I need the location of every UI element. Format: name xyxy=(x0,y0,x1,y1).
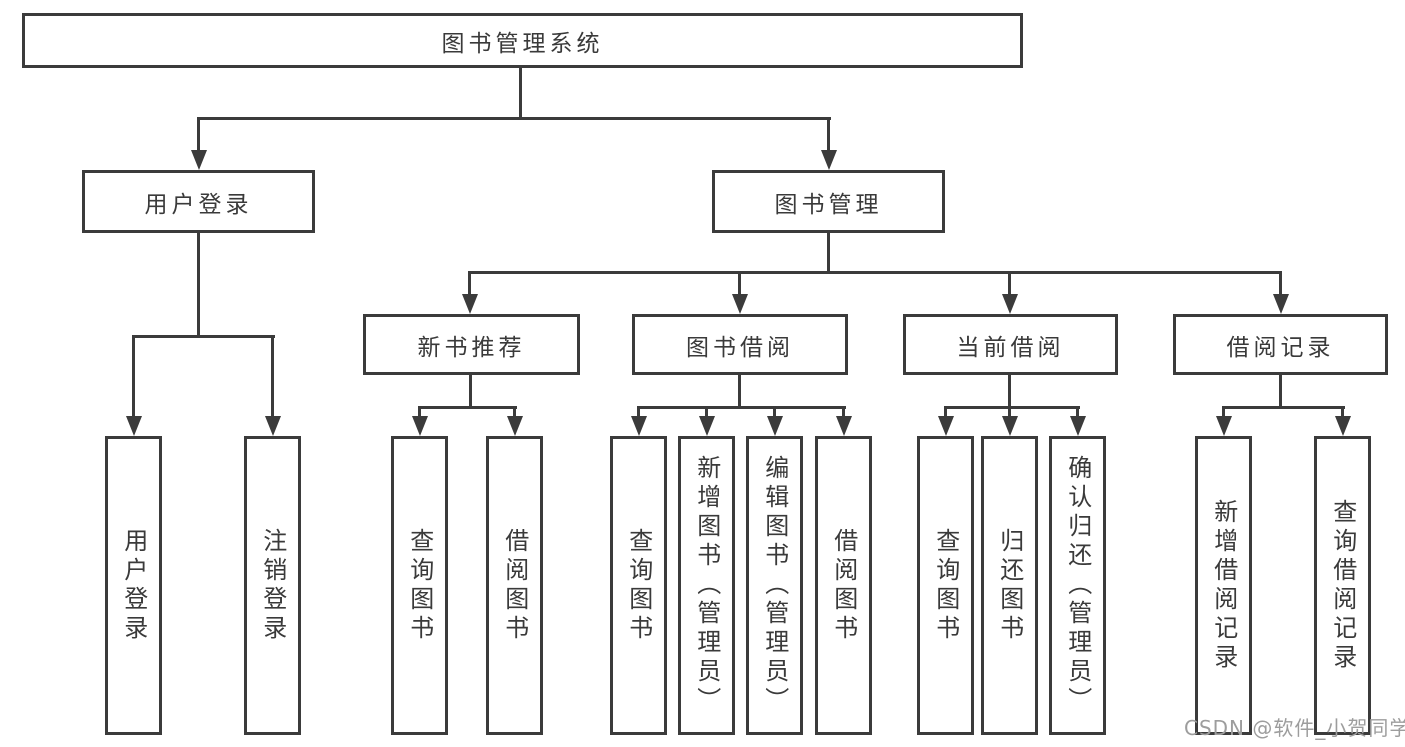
node-leaf-logout: 注销登录 xyxy=(244,436,301,735)
node-leaf-bb-add-books-admin: 新增图书（管理员） xyxy=(678,436,735,735)
connector-line xyxy=(944,406,1080,409)
node-leaf-user-login-label: 用户登录 xyxy=(119,527,148,644)
node-leaf-br-add-record-label: 新增借阅记录 xyxy=(1209,498,1238,673)
connector-line xyxy=(773,406,776,418)
arrowhead-icon xyxy=(1002,416,1018,436)
arrowhead-icon xyxy=(821,150,837,170)
arrowhead-icon xyxy=(412,416,428,436)
node-leaf-bb-query-books: 查询图书 xyxy=(610,436,667,735)
connector-line xyxy=(1008,271,1011,296)
node-book-borrowing-label: 图书借阅 xyxy=(686,334,794,361)
arrowhead-icon xyxy=(1335,416,1351,436)
node-leaf-bb-edit-books-admin-label: 编辑图书（管理员） xyxy=(760,455,789,716)
node-leaf-cb-confirm-return-admin-label: 确认归还（管理员） xyxy=(1063,455,1092,716)
connector-line xyxy=(637,406,846,409)
node-book-management: 图书管理 xyxy=(712,170,945,233)
connector-line xyxy=(1279,375,1282,409)
csdn-watermark: CSDN @软件_小贺同学 xyxy=(1184,716,1405,740)
node-borrowing-records: 借阅记录 xyxy=(1173,314,1388,375)
connector-line xyxy=(468,271,471,296)
node-leaf-cb-return-books: 归还图书 xyxy=(981,436,1038,735)
connector-line xyxy=(944,406,947,418)
connector-line xyxy=(468,271,1282,274)
connector-line xyxy=(469,375,472,409)
connector-line xyxy=(418,406,421,418)
connector-line xyxy=(738,271,741,296)
connector-line xyxy=(827,233,830,273)
connector-line xyxy=(705,406,708,418)
node-leaf-bb-edit-books-admin: 编辑图书（管理员） xyxy=(746,436,803,735)
node-borrowing-records-label: 借阅记录 xyxy=(1226,334,1335,361)
connector-line xyxy=(418,406,517,409)
connector-line xyxy=(197,233,200,337)
connector-line xyxy=(1076,406,1079,418)
arrowhead-icon xyxy=(699,416,715,436)
connector-line xyxy=(637,406,640,418)
arrowhead-icon xyxy=(265,416,281,436)
node-leaf-rec-borrow-books-label: 借阅图书 xyxy=(500,527,529,644)
arrowhead-icon xyxy=(1002,294,1018,314)
node-new-book-recommend-label: 新书推荐 xyxy=(417,334,526,361)
arrowhead-icon xyxy=(836,416,852,436)
arrowhead-icon xyxy=(1216,416,1232,436)
arrowhead-icon xyxy=(507,416,523,436)
node-root-system: 图书管理系统 xyxy=(22,13,1023,68)
connector-line xyxy=(827,117,830,151)
node-current-borrowing-label: 当前借阅 xyxy=(956,334,1065,361)
node-leaf-cb-confirm-return-admin: 确认归还（管理员） xyxy=(1049,436,1106,735)
connector-line xyxy=(1008,375,1011,409)
node-new-book-recommend: 新书推荐 xyxy=(363,314,580,375)
connector-line xyxy=(197,117,831,120)
arrowhead-icon xyxy=(191,150,207,170)
connector-line xyxy=(738,375,741,409)
arrowhead-icon xyxy=(126,416,142,436)
node-leaf-br-query-record: 查询借阅记录 xyxy=(1314,436,1371,735)
node-leaf-cb-return-books-label: 归还图书 xyxy=(995,527,1024,644)
node-leaf-br-query-record-label: 查询借阅记录 xyxy=(1328,498,1357,673)
node-leaf-bb-add-books-admin-label: 新增图书（管理员） xyxy=(692,455,721,716)
arrowhead-icon xyxy=(767,416,783,436)
connector-line xyxy=(1279,271,1282,296)
node-leaf-bb-query-books-label: 查询图书 xyxy=(624,527,653,644)
arrowhead-icon xyxy=(631,416,647,436)
node-leaf-bb-borrow-books: 借阅图书 xyxy=(815,436,872,735)
arrowhead-icon xyxy=(462,294,478,314)
connector-line xyxy=(1341,406,1344,418)
node-leaf-logout-label: 注销登录 xyxy=(258,527,287,644)
node-user-login-label: 用户登录 xyxy=(144,191,253,218)
node-current-borrowing: 当前借阅 xyxy=(903,314,1118,375)
connector-line xyxy=(197,117,200,151)
connector-line xyxy=(132,335,275,338)
connector-line xyxy=(842,406,845,418)
connector-line xyxy=(132,335,135,417)
node-user-login: 用户登录 xyxy=(82,170,315,233)
node-leaf-bb-borrow-books-label: 借阅图书 xyxy=(829,527,858,644)
node-root-label: 图书管理系统 xyxy=(441,30,604,57)
arrowhead-icon xyxy=(1070,416,1086,436)
node-leaf-rec-query-books-label: 查询图书 xyxy=(405,527,434,644)
node-book-management-label: 图书管理 xyxy=(774,191,883,218)
connector-line xyxy=(271,335,274,417)
connector-line xyxy=(519,68,522,119)
node-leaf-user-login: 用户登录 xyxy=(105,436,162,735)
arrowhead-icon xyxy=(732,294,748,314)
connector-line xyxy=(1222,406,1225,418)
connector-line xyxy=(513,406,516,418)
arrowhead-icon xyxy=(938,416,954,436)
connector-line xyxy=(1222,406,1345,409)
node-leaf-br-add-record: 新增借阅记录 xyxy=(1195,436,1252,735)
node-book-borrowing: 图书借阅 xyxy=(632,314,848,375)
node-leaf-cb-query-books: 查询图书 xyxy=(917,436,974,735)
node-leaf-rec-borrow-books: 借阅图书 xyxy=(486,436,543,735)
node-leaf-cb-query-books-label: 查询图书 xyxy=(931,527,960,644)
connector-line xyxy=(1008,406,1011,418)
arrowhead-icon xyxy=(1273,294,1289,314)
node-leaf-rec-query-books: 查询图书 xyxy=(391,436,448,735)
